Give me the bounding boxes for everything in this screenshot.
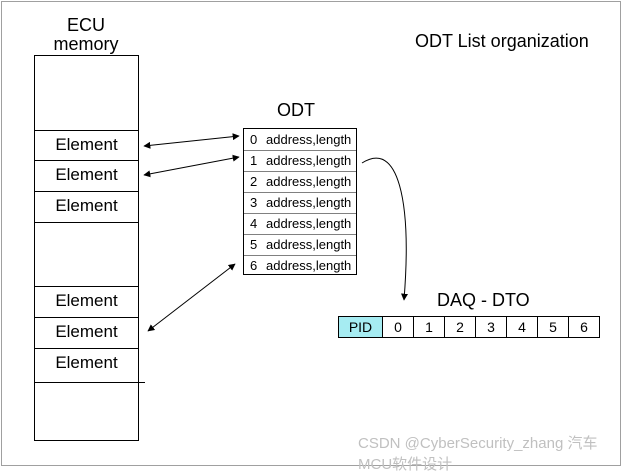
odt-entry-value: address,length [266,153,352,168]
memory-divider [35,382,145,383]
odt-divider [244,192,356,193]
memory-element: Element [55,291,118,310]
memory-element: Element [55,322,118,341]
odt-entry-index: 2 [250,174,258,189]
memory-divider [35,222,138,223]
odt-entry-index: 0 [250,132,258,147]
ecu-memory-title: ECU memory [53,15,119,54]
odt-divider [244,171,356,172]
odt-entry-value: address,length [266,195,352,210]
memory-divider [35,191,138,192]
link-arrow [147,263,236,332]
daq-byte-cell: 3 [475,317,506,337]
odt-entry: 6 address,length [244,255,356,276]
odt-title: ODT [277,100,315,120]
odt-to-daq-arrow [361,157,408,301]
memory-divider [35,130,138,131]
odt-divider [244,255,356,256]
watermark-source: CSDN @CyberSecurity_zhang [358,435,564,452]
daq-byte-cell: 1 [413,317,444,337]
daq-byte-cell: 0 [382,317,413,337]
daq-dto-packet: PID 0 1 2 3 4 5 6 [338,316,600,338]
odt-entry: 0 address,length [244,129,356,150]
odt-entry-index: 3 [250,195,258,210]
odt-entry: 4 address,length [244,213,356,234]
odt-entry-index: 4 [250,216,258,231]
daq-byte-cell: 2 [444,317,475,337]
odt-entry-index: 1 [250,153,258,168]
odt-divider [244,150,356,151]
odt-entry: 2 address,length [244,171,356,192]
odt-entry: 1 address,length [244,150,356,171]
memory-divider [35,317,138,318]
odt-list-organization-title: ODT List organization [415,31,589,51]
memory-element: Element [55,165,118,184]
odt-divider [244,213,356,214]
odt-entry: 3 address,length [244,192,356,213]
daq-byte-cell: 6 [568,317,599,337]
memory-element: Element [55,196,118,215]
odt-entry-index: 6 [250,258,258,273]
link-arrow [143,133,240,149]
odt-entry: 5 address,length [244,234,356,255]
odt-entry-value: address,length [266,258,352,273]
odt-entry-value: address,length [266,174,352,189]
odt-table: 0 address,length 1 address,length 2 addr… [243,128,357,275]
memory-divider [35,348,138,349]
link-arrow [143,154,240,178]
memory-divider [35,160,138,161]
odt-entry-value: address,length [266,132,352,147]
daq-byte-cell: 4 [506,317,537,337]
memory-element: Element [55,353,118,372]
daq-pid-cell: PID [339,317,382,337]
memory-divider [35,286,138,287]
daq-byte-cell: 5 [537,317,568,337]
odt-divider [244,234,356,235]
memory-element: Element [55,135,118,154]
odt-entry-index: 5 [250,237,258,252]
diagram-frame [1,1,621,466]
ecu-memory-block: Element Element Element Element Element … [34,55,145,441]
odt-entry-value: address,length [266,237,352,252]
daq-dto-title: DAQ - DTO [437,290,530,310]
odt-entry-value: address,length [266,216,352,231]
